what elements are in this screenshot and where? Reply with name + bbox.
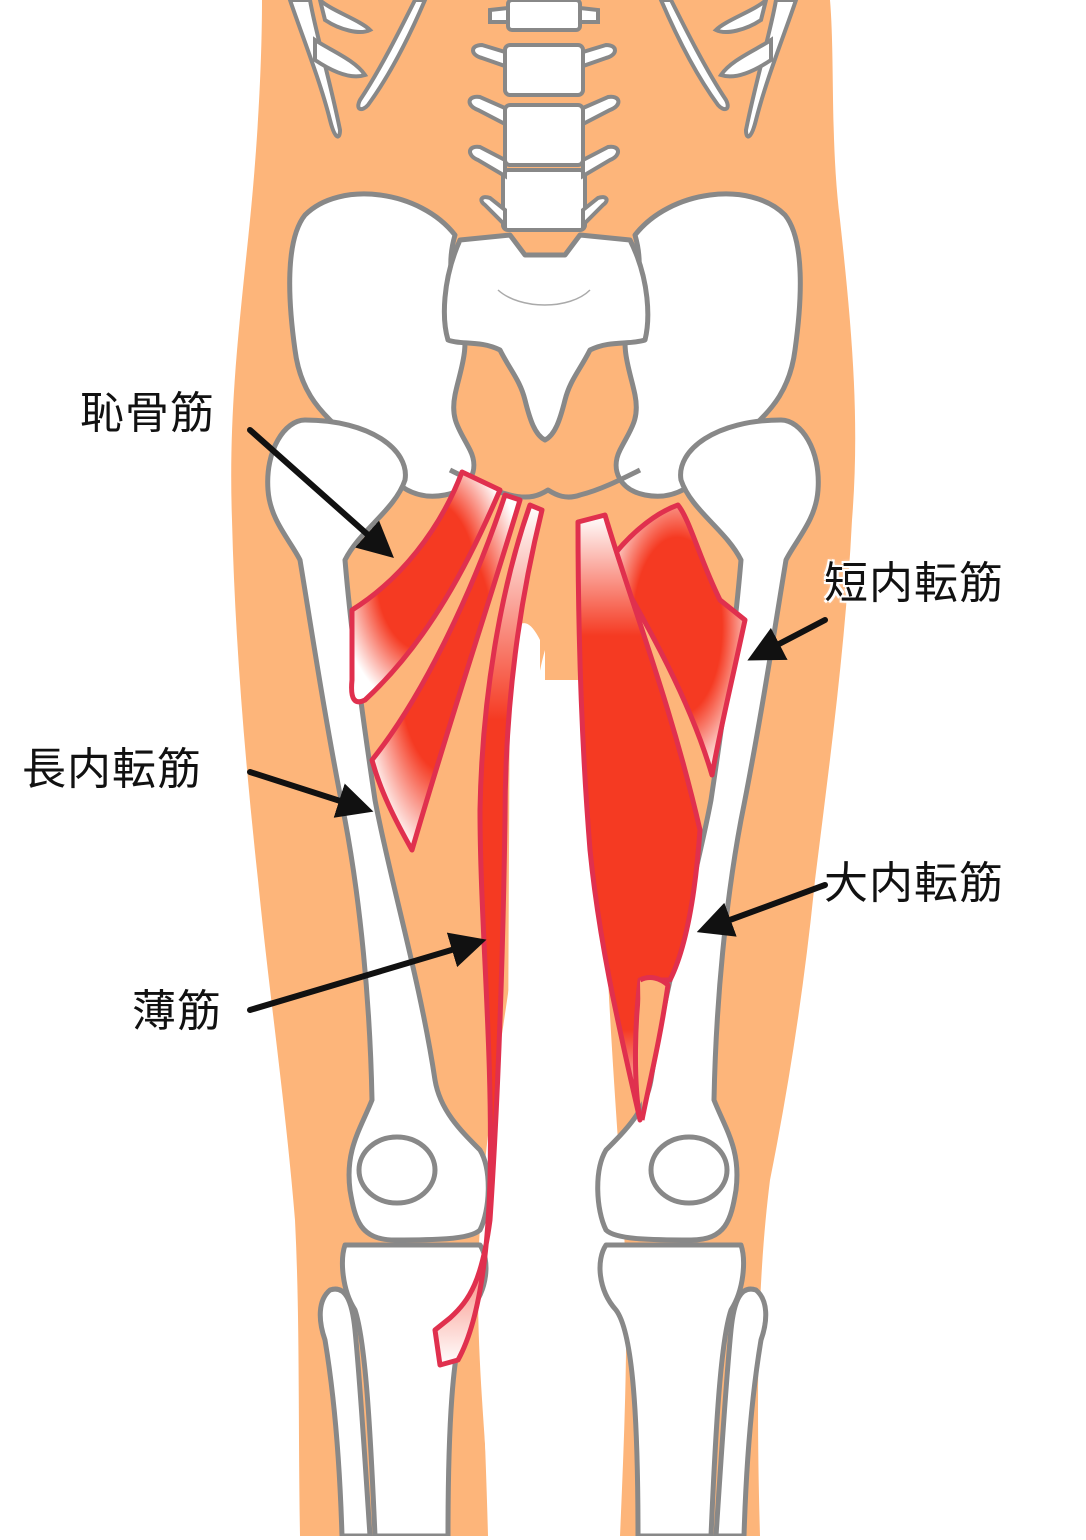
arrow-adductor-magnus bbox=[696, 882, 828, 937]
muscle-gracilis bbox=[432, 502, 545, 1368]
muscle-adductor-magnus bbox=[575, 512, 703, 1123]
lumbar-spine bbox=[467, 0, 621, 232]
muscle-adductor-longus bbox=[369, 492, 523, 853]
label-pectineus: 恥骨筋 bbox=[80, 388, 215, 439]
label-gracilis: 薄筋 bbox=[132, 986, 222, 1037]
rib-cage bbox=[287, 0, 799, 139]
label-adductor-magnus: 大内転筋 bbox=[824, 858, 1004, 909]
muscle-pectineus bbox=[349, 469, 503, 705]
label-adductor-brevis: 短内転筋 bbox=[824, 558, 1004, 609]
pointer-arrows bbox=[247, 427, 828, 1013]
arrow-pectineus bbox=[247, 427, 394, 558]
adductor-muscles bbox=[349, 469, 748, 1368]
arrow-adductor-longus bbox=[247, 769, 374, 818]
arrow-adductor-brevis bbox=[747, 617, 828, 661]
label-adductor-longus: 長内転筋 bbox=[22, 744, 202, 795]
arrow-gracilis bbox=[247, 932, 487, 1013]
